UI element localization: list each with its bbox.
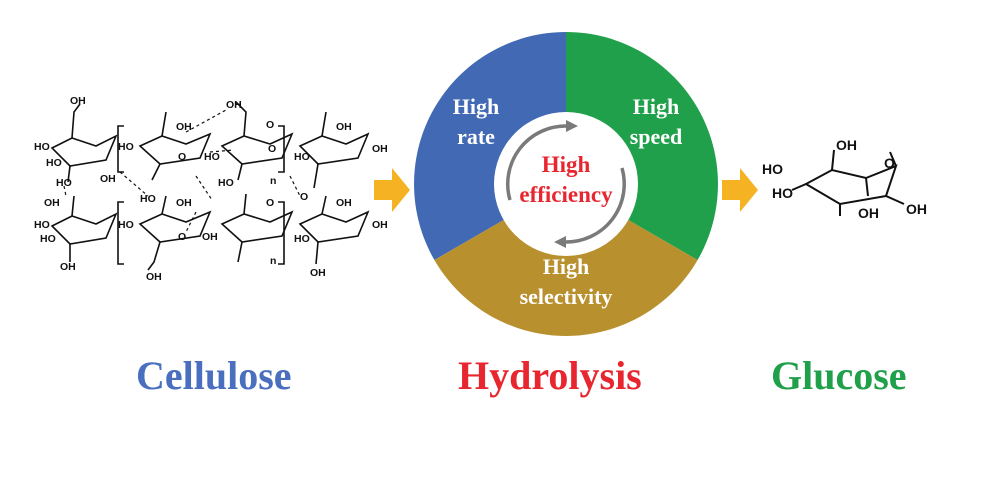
oh-label: OH bbox=[176, 121, 192, 133]
oh-label: OH bbox=[310, 267, 326, 279]
selectivity-label-line1: High bbox=[543, 254, 589, 279]
ho-label: HO bbox=[34, 141, 50, 153]
cellulose-caption: Cellulose bbox=[136, 353, 292, 398]
o-label: O bbox=[266, 197, 274, 209]
ho-label: HO bbox=[140, 193, 156, 205]
oh-label: OH bbox=[202, 231, 218, 243]
speed-label-line2: speed bbox=[630, 124, 683, 149]
cellulose-structure bbox=[50, 101, 370, 271]
wheel-segment-selectivity bbox=[434, 184, 698, 336]
n-subscript: n bbox=[270, 255, 276, 267]
oh-label: OH bbox=[146, 271, 162, 283]
selectivity-label-line2: selectivity bbox=[520, 284, 613, 309]
o-label: O bbox=[266, 119, 274, 131]
o-label: O bbox=[178, 231, 186, 243]
oh-label: OH bbox=[176, 197, 192, 209]
cellulose-atom-labels: OH HO HO OH OH HO O HO O O OH OH HO HO O… bbox=[34, 95, 388, 283]
ho-label: HO bbox=[204, 151, 220, 163]
right-arrow-icon bbox=[374, 168, 410, 212]
oh-label: OH bbox=[100, 173, 116, 185]
oh-label: OH bbox=[336, 121, 352, 133]
efficiency-label-line1: High bbox=[542, 152, 591, 177]
ho-label: HO bbox=[118, 141, 134, 153]
oh-label: OH bbox=[372, 219, 388, 231]
ho-label: HO bbox=[762, 161, 783, 177]
ho-label: HO bbox=[46, 157, 62, 169]
efficiency-label-line2: efficiency bbox=[519, 182, 613, 207]
oh-label: OH bbox=[836, 137, 857, 153]
oh-label: OH bbox=[70, 95, 86, 107]
o-label: O bbox=[300, 191, 308, 203]
oh-label: OH bbox=[60, 261, 76, 273]
rate-label-line2: rate bbox=[457, 124, 495, 149]
arrowhead-icon bbox=[566, 120, 578, 132]
rate-label-line1: High bbox=[453, 94, 499, 119]
n-subscript: n bbox=[270, 175, 276, 187]
o-label: O bbox=[178, 151, 186, 163]
oh-label: OH bbox=[44, 197, 60, 209]
oh-label: OH bbox=[906, 201, 927, 217]
ho-label: HO bbox=[294, 233, 310, 245]
wheel-center-disc bbox=[494, 112, 638, 256]
hydrolysis-caption: Hydrolysis bbox=[458, 353, 642, 398]
ho-label: HO bbox=[218, 177, 234, 189]
glucose-structure bbox=[791, 149, 905, 216]
cycle-arrows-icon bbox=[506, 124, 626, 244]
glucose-atom-labels: OH HO HO O OH OH bbox=[762, 137, 927, 221]
oh-label: OH bbox=[226, 99, 242, 111]
ho-label: HO bbox=[40, 233, 56, 245]
ho-label: HO bbox=[34, 219, 50, 231]
oh-label: OH bbox=[336, 197, 352, 209]
right-arrow-icon bbox=[722, 168, 758, 212]
ho-label: HO bbox=[294, 151, 310, 163]
hydrolysis-wheel: High rate High speed High selectivity Hi… bbox=[414, 32, 718, 336]
ho-label: HO bbox=[772, 185, 793, 201]
oh-label: OH bbox=[858, 205, 879, 221]
ho-label: HO bbox=[118, 219, 134, 231]
o-label: O bbox=[268, 143, 276, 155]
arrowhead-icon bbox=[554, 236, 566, 248]
o-label: O bbox=[884, 155, 895, 171]
oh-label: OH bbox=[372, 143, 388, 155]
ho-label: HO bbox=[56, 177, 72, 189]
speed-label-line1: High bbox=[633, 94, 679, 119]
glucose-caption: Glucose bbox=[771, 353, 907, 398]
